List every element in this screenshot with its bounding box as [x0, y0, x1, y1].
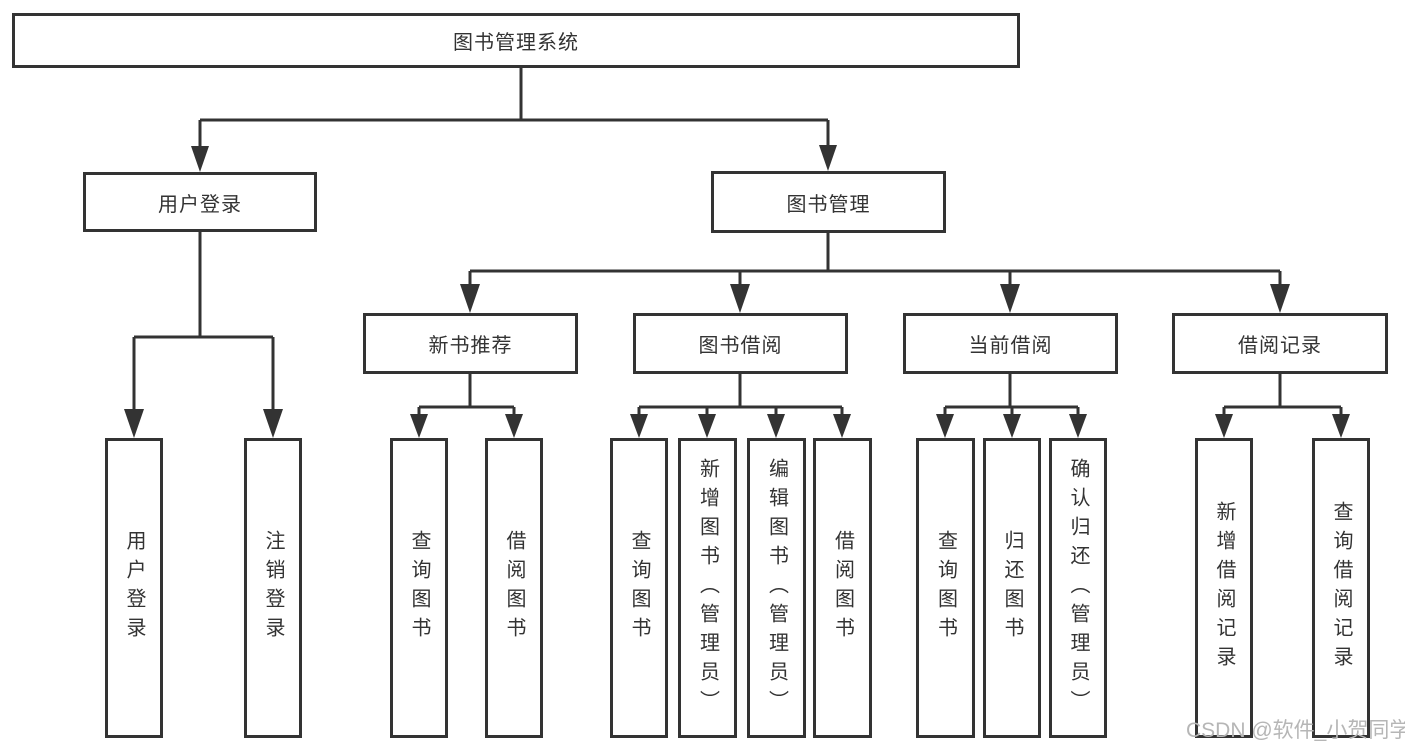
leaf-query-book-borrow: 查询图书	[610, 438, 668, 738]
leaf-add-borrow-record: 新增借阅记录	[1195, 438, 1253, 738]
node-label: 新增借阅记录	[1213, 501, 1235, 675]
node-new-book-recommend: 新书推荐	[363, 313, 578, 374]
node-user-login: 用户登录	[83, 172, 317, 232]
leaf-edit-book-admin: 编辑图书（管理员）	[747, 438, 806, 738]
node-current-borrow: 当前借阅	[903, 313, 1118, 374]
node-label: 确认归还（管理员）	[1067, 457, 1089, 719]
node-book-management: 图书管理	[711, 171, 946, 233]
node-label: 查询借阅记录	[1330, 501, 1352, 675]
leaf-query-book-current: 查询图书	[916, 438, 975, 738]
node-label: 当前借阅	[968, 335, 1053, 357]
node-label: 用户登录	[123, 530, 145, 646]
leaf-add-book-admin: 新增图书（管理员）	[678, 438, 737, 738]
node-label: 借阅图书	[503, 530, 525, 646]
node-label: 用户登录	[158, 193, 242, 216]
node-label: 新书推荐	[428, 335, 513, 357]
node-label: 编辑图书（管理员）	[765, 457, 788, 719]
leaf-logout: 注销登录	[244, 438, 302, 738]
leaf-query-borrow-record: 查询借阅记录	[1312, 438, 1370, 738]
csdn-watermark: CSDN @软件_小贺同学	[1186, 719, 1405, 742]
node-borrow-records: 借阅记录	[1172, 313, 1388, 374]
node-label: 借阅记录	[1238, 335, 1322, 357]
node-label: 借阅图书	[831, 530, 854, 646]
node-label: 新增图书（管理员）	[696, 457, 719, 719]
node-label: 图书管理	[786, 193, 871, 216]
node-label: 查询图书	[628, 530, 650, 646]
node-label: 注销登录	[262, 530, 284, 646]
node-system-root: 图书管理系统	[12, 13, 1020, 68]
leaf-borrow-book-recommend: 借阅图书	[485, 438, 543, 738]
leaf-query-book-recommend: 查询图书	[390, 438, 448, 738]
node-label: 图书管理系统	[453, 32, 579, 54]
node-label: 图书借阅	[698, 335, 783, 357]
leaf-borrow-book: 借阅图书	[813, 438, 872, 738]
node-label: 查询图书	[934, 530, 957, 646]
leaf-user-login: 用户登录	[105, 438, 163, 738]
leaf-confirm-return-admin: 确认归还（管理员）	[1049, 438, 1107, 738]
node-label: 归还图书	[1001, 530, 1023, 646]
node-book-borrow: 图书借阅	[633, 313, 848, 374]
leaf-return-book: 归还图书	[983, 438, 1041, 738]
node-label: 查询图书	[408, 530, 430, 646]
arrowheads	[124, 145, 1350, 438]
